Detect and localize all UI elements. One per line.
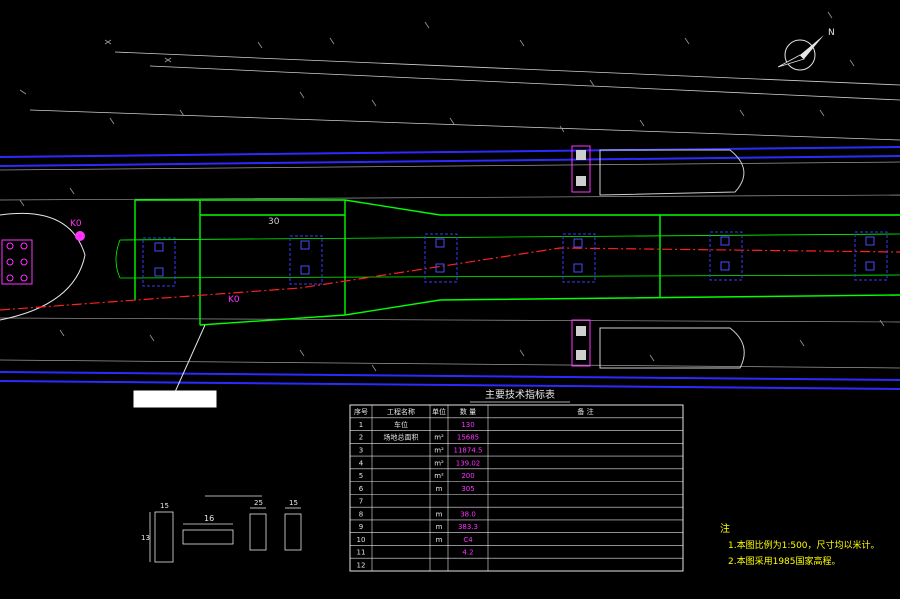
callout-box [133, 390, 217, 408]
table-cell: m² [434, 472, 444, 480]
road-inner-lines [0, 161, 900, 369]
table-cell: 4 [359, 459, 364, 467]
table-cell: 3 [359, 447, 363, 455]
gate-blocks [571, 145, 591, 367]
table-cell: 7 [359, 498, 363, 506]
table-cell: m [436, 485, 443, 493]
centerline [0, 247, 900, 311]
table-cell: m [436, 510, 443, 518]
station-label-2: K0 [228, 295, 240, 305]
gate-dots [576, 150, 586, 360]
table-cell: 8 [359, 510, 363, 518]
left-turnaround [0, 212, 86, 321]
table-cell: 9 [359, 523, 363, 531]
detail-drawings [149, 507, 302, 563]
table-cell: 11 [357, 549, 366, 557]
station-marker-icon [75, 231, 85, 241]
table-cell: 15685 [457, 434, 479, 442]
inner-lanes [115, 233, 900, 279]
table-cell: m [436, 523, 443, 531]
right-islands [599, 149, 745, 369]
notes-title: 注 [720, 522, 730, 535]
svg-text:N: N [828, 28, 835, 38]
table-cell: 10 [357, 536, 366, 544]
parking-squares [154, 236, 875, 277]
terrain-lines [29, 51, 900, 141]
table-header-cell: 单位 [432, 407, 446, 416]
survey-marks [19, 11, 885, 372]
north-arrow-icon: N [777, 28, 835, 71]
table-cell: 车位 [394, 420, 408, 429]
detail-dim-2: 15 [160, 502, 169, 510]
road-edge-lines [0, 146, 900, 390]
table-cell: 5 [359, 472, 363, 480]
table-cell: 场地总面积 [384, 433, 419, 442]
table-header-cell: 序号 [354, 407, 368, 416]
detail-dim-5: 13 [141, 534, 150, 542]
table-header-cell: 备 注 [577, 407, 593, 416]
parking-blocks [142, 231, 888, 287]
notes-line-1: 1.本图比例为1:500，尺寸均以米计。 [728, 539, 880, 551]
table-cell: 4.2 [462, 549, 473, 557]
dimension-label: 30 [268, 217, 280, 227]
station-label-1: K0 [70, 219, 82, 229]
table-cell: m [436, 536, 443, 544]
table-title: 主要技术指标表 [485, 388, 555, 401]
detail-dim-4: 15 [289, 499, 298, 507]
table-header-cell: 数 量 [460, 407, 476, 416]
detail-dim-3: 25 [254, 499, 263, 507]
table-cell: 200 [461, 472, 474, 480]
table-cell: 12 [357, 561, 366, 569]
left-pads [1, 239, 33, 285]
table-cell: C4 [463, 536, 473, 544]
table-cell: 11874.5 [454, 447, 483, 455]
table-cell: 130 [461, 421, 474, 429]
table-cell: 305 [461, 485, 474, 493]
detail-dim-1: 16 [204, 514, 214, 523]
notes-line-2: 2.本图采用1985国家高程。 [728, 555, 841, 567]
callout-leader [174, 324, 206, 393]
table-cell: 1 [359, 421, 363, 429]
table-cell: 38.0 [460, 510, 476, 518]
table-cell: m² [434, 459, 444, 467]
platform-outline [134, 199, 900, 326]
table-cell: 6 [359, 485, 364, 493]
table-cell: 139.02 [456, 459, 481, 467]
table-cell: m² [434, 434, 444, 442]
table-header-cell: 工程名称 [387, 407, 415, 416]
table-cell: m² [434, 447, 444, 455]
table-cell: 2 [359, 434, 363, 442]
table-cell: 383.3 [458, 523, 478, 531]
